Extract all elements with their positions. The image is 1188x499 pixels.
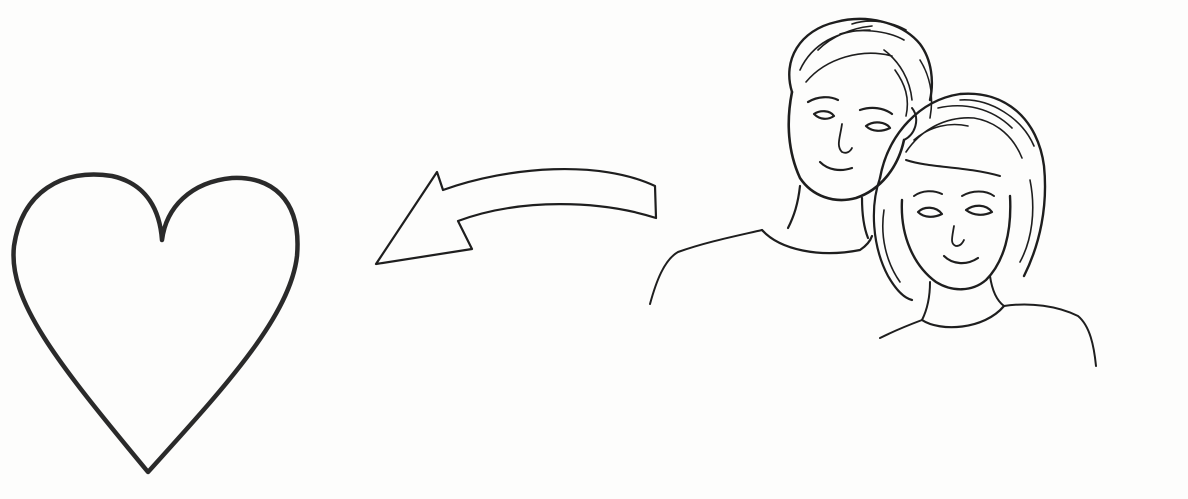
- curved-arrow-icon: [376, 169, 656, 264]
- heart-icon: [13, 174, 297, 472]
- woman-figure: [874, 94, 1096, 366]
- couple-illustration: [650, 19, 1096, 366]
